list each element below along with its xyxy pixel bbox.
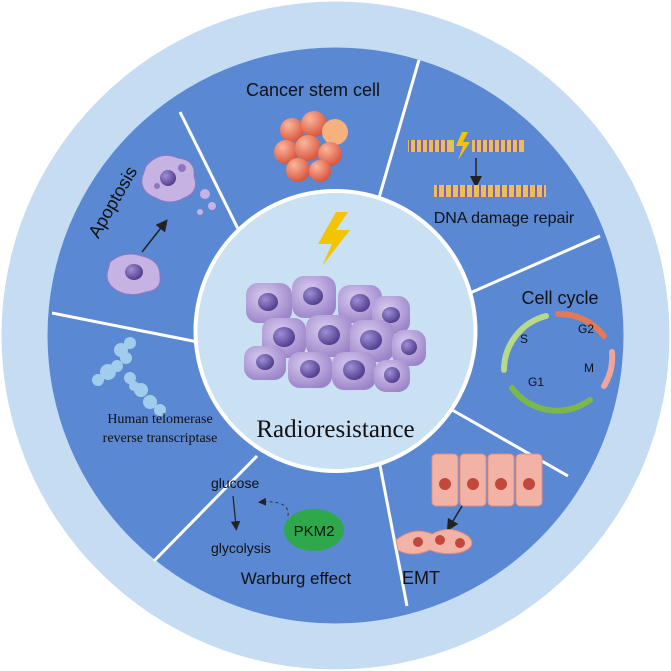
cycle-arc-s bbox=[501, 313, 549, 373]
lightning-bolt-icon bbox=[318, 212, 350, 266]
epithelial-cells-icon bbox=[431, 453, 543, 507]
cycle-arc-m bbox=[601, 349, 616, 389]
divider-stem-dna bbox=[372, 59, 421, 216]
dna-damage-repair-label: DNA damage repair bbox=[434, 210, 575, 227]
emt-label: EMT bbox=[402, 568, 440, 588]
pkm2-blob bbox=[284, 509, 344, 551]
cell-cluster-illustration bbox=[244, 276, 426, 392]
phase-s-label: S bbox=[520, 332, 528, 346]
telomerase-protein-icon bbox=[92, 337, 166, 416]
glycolysis-arrow bbox=[230, 495, 241, 531]
htert-line1: Human telomerase bbox=[107, 412, 212, 427]
phase-g2-label: G2 bbox=[578, 322, 594, 336]
center-label: Radioresistance bbox=[256, 416, 414, 443]
phase-g1-label: G1 bbox=[528, 375, 544, 389]
cancer-stem-cell-icon bbox=[274, 111, 348, 182]
htert-line2: reverse transcriptase bbox=[103, 431, 218, 446]
cycle-arc-g1 bbox=[509, 385, 593, 414]
segment-dividers bbox=[51, 59, 601, 607]
damage-bolt-icon bbox=[456, 132, 470, 160]
dna-strand-broken-icon bbox=[408, 140, 524, 152]
pkm2-label: PKM2 bbox=[294, 523, 335, 540]
pkm2-feedback-arrow bbox=[258, 497, 289, 517]
cell-cycle-diagram bbox=[501, 310, 616, 414]
phase-m-label: M bbox=[584, 361, 594, 375]
healthy-cell-icon bbox=[106, 253, 161, 296]
cancer-stem-cell-label: Cancer stem cell bbox=[246, 80, 380, 100]
divider-cycle-emt bbox=[439, 401, 569, 478]
divider-warburg-htert bbox=[152, 454, 259, 563]
warburg-effect-label: Warburg effect bbox=[241, 569, 352, 588]
apoptotic-cell-icon bbox=[141, 154, 216, 215]
divider-htert-apoptosis bbox=[51, 311, 219, 348]
cell-cycle-label: Cell cycle bbox=[521, 288, 598, 308]
apoptosis-arrow bbox=[141, 219, 168, 253]
emt-arrow bbox=[446, 505, 463, 532]
mesenchymal-cells-icon bbox=[395, 529, 473, 555]
glycolysis-label: glycolysis bbox=[211, 540, 271, 556]
glucose-label: glucose bbox=[211, 475, 259, 491]
cycle-arc-g2 bbox=[555, 310, 607, 339]
divider-emt-warburg bbox=[376, 454, 409, 607]
dna-strand-repaired-icon bbox=[434, 185, 546, 197]
divider-dna-cycle bbox=[453, 234, 601, 302]
